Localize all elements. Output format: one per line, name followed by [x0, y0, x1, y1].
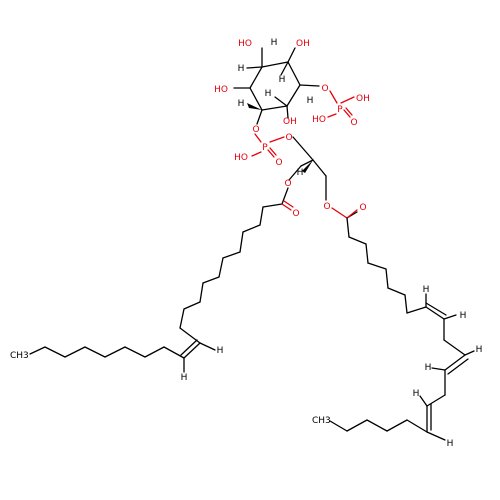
hydrogen-double-bond-right3-a: H — [413, 389, 420, 399]
hydrogen-ring-c2: H — [279, 75, 286, 85]
oxygen-carbonyl-right: O — [359, 203, 366, 213]
hydrogen-double-bond-right2-b: H — [425, 363, 432, 373]
hydroxyl-phosphate-top-left: HO — [312, 115, 326, 125]
bond-skeleton — [29, 47, 475, 441]
hydroxyl-phosphate-mid: HO — [234, 153, 248, 163]
phosphorus-top: P — [337, 105, 343, 115]
hydrogen-ring-c3: H — [265, 89, 272, 99]
oxygen-carbonyl-left: O — [292, 209, 299, 219]
hydroxyl-top-right: OH — [296, 39, 310, 49]
oxygen-link-2: O — [285, 133, 292, 143]
oxygen-ester-right: O — [323, 202, 330, 212]
hydroxyl-top-left: HO — [238, 39, 252, 49]
hydrogen-double-bond-right2-a: H — [476, 345, 483, 355]
methyl-right-terminal: CH3 — [312, 416, 331, 426]
stereo-wedges — [247, 103, 313, 173]
hydrogen-ring-top: H — [271, 38, 278, 48]
methyl-left-terminal: CH3 — [10, 351, 29, 361]
oxygen-double-phosphate-mid: O — [275, 158, 282, 168]
hydrogen-ring-left-low: H — [238, 99, 245, 109]
hydrogen-double-bond-left-a: H — [217, 346, 224, 356]
atom-labels: HO OH H H H H HO H OH O P OH HO O H O P … — [10, 38, 482, 449]
hydrogen-double-bond-right1-b: H — [460, 311, 467, 321]
hydrogen-ring-right: H — [307, 96, 314, 106]
hydroxyl-phosphate-top: OH — [356, 94, 370, 104]
hydrogen-ring-left: H — [238, 64, 245, 74]
oxygen-double-phosphate-top: O — [350, 118, 357, 128]
hydroxyl-mid: OH — [283, 117, 297, 127]
hydrogen-glycerol: H — [297, 168, 304, 178]
hydrogen-double-bond-right3-b: H — [447, 439, 454, 449]
oxygen-ester-left: O — [284, 179, 291, 189]
hydrogen-double-bond-left-b: H — [181, 373, 188, 383]
hydrogen-double-bond-right1-a: H — [423, 285, 430, 295]
oxygen-link-1: O — [252, 125, 259, 135]
phosphorus-mid: P — [262, 143, 268, 153]
oxygen-ring-phosphate: O — [321, 84, 328, 94]
hydroxyl-left: HO — [214, 85, 228, 95]
